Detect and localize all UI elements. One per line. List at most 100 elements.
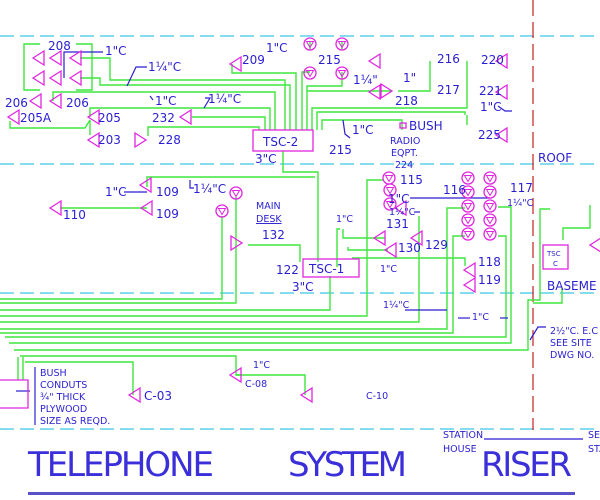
floor-outlet-icon xyxy=(461,213,475,227)
ec-note: DWG NO. xyxy=(550,350,594,361)
wall-jack-icon xyxy=(48,199,62,217)
conduit-label: 1¼"C xyxy=(389,207,416,218)
floor-outlet-icon xyxy=(485,203,495,211)
tsc-c-label-2: C xyxy=(553,260,558,268)
floor-outlet-icon xyxy=(231,190,241,198)
wall-jack-icon xyxy=(31,69,45,87)
conduit-label: 1"C xyxy=(480,100,502,114)
wall-jack-icon xyxy=(462,276,476,294)
wall-jack-icon xyxy=(48,49,62,67)
room-label: 115 xyxy=(400,173,423,187)
floor-outlet-icon xyxy=(463,175,473,183)
wall-jack-icon xyxy=(68,69,82,87)
wall-jack-icon xyxy=(494,52,508,70)
station-house-label: STATION xyxy=(443,430,483,441)
wall-jack-icon xyxy=(48,69,62,87)
cabinets: TSC-2 TSC-1 TSC C xyxy=(0,122,569,409)
floor-outlet-icon xyxy=(463,203,473,211)
wall-jack-icon xyxy=(372,229,386,247)
floor-outlet-icon xyxy=(305,70,315,78)
room-label: 205 xyxy=(98,111,121,125)
right-legend-label: SE xyxy=(588,430,600,441)
floor-outlet-icon xyxy=(463,189,473,197)
room-label: 129 xyxy=(425,238,448,252)
floor-outlet-icon xyxy=(384,175,394,183)
conduit-label: 1¼"C xyxy=(148,60,181,74)
room-label: 217 xyxy=(437,83,460,97)
room-label: 224 xyxy=(395,160,413,171)
conduit-label: 1"C xyxy=(105,185,127,199)
floor-outlet-icon xyxy=(303,37,317,51)
tsc-2-cabinet xyxy=(252,129,314,152)
station-house-label: HOUSE xyxy=(443,444,477,455)
floor-outlet-icon xyxy=(485,189,495,197)
bush-conduits-note: ¾" THICK xyxy=(40,392,86,403)
room-label: 132 xyxy=(262,228,285,242)
room-label: 215 xyxy=(329,143,352,157)
conduit-label: 1"C xyxy=(105,44,127,58)
floor-outlet-icon xyxy=(229,186,243,200)
floor-outlet-icon xyxy=(483,213,497,227)
floor-lines xyxy=(0,0,600,430)
floor-outlet-icon xyxy=(485,175,495,183)
floor-outlet-icon xyxy=(385,201,395,209)
wall-jack-icon xyxy=(230,234,244,252)
floor-outlet-icon xyxy=(485,217,495,225)
conduit-label: 1¼"C xyxy=(383,300,410,311)
roof-label: ROOF xyxy=(538,151,572,165)
room-label: 206 xyxy=(5,96,28,110)
room-label: 215 xyxy=(318,53,341,67)
wall-jack-icon xyxy=(6,108,20,126)
bush-conduits-note: CONDUTS xyxy=(40,380,87,391)
room-label: 122 xyxy=(276,263,299,277)
room-label: C-03 xyxy=(144,389,172,403)
wall-jack-icon xyxy=(383,241,397,259)
floor-outlet-icon xyxy=(385,187,395,195)
room-label: 209 xyxy=(242,53,265,67)
floor-outlet-icon xyxy=(337,70,347,78)
wall-jack-icon xyxy=(228,366,242,384)
radio-label: RADIO xyxy=(390,136,420,147)
room-label: C-10 xyxy=(366,391,388,402)
room-label: 118 xyxy=(478,255,501,269)
floor-outlet-icon xyxy=(217,208,227,216)
wall-jack-icon xyxy=(139,199,153,217)
conduit-label: 3"C xyxy=(292,280,314,294)
wall-jack-icon xyxy=(494,126,508,144)
bush-box xyxy=(399,122,407,129)
room-label: 225 xyxy=(478,128,501,142)
labels: 208 1"C 1¼"C 206 206 1"C 1¼"C 205A 205 2… xyxy=(5,39,600,495)
wall-jack-icon xyxy=(28,92,42,110)
main-desk-label: MAIN xyxy=(256,201,281,212)
tsc-1-label: TSC-1 xyxy=(308,262,344,276)
floor-outlet-icon xyxy=(483,227,497,241)
floor-outlet-icon xyxy=(383,183,397,197)
floor-outlet-icon xyxy=(303,66,317,80)
wall-jack-icon xyxy=(48,92,62,110)
wall-jack-icon xyxy=(409,229,423,247)
basement-label: BASEME xyxy=(547,279,597,293)
wall-jack-icon xyxy=(462,261,476,279)
room-label: 221 xyxy=(479,84,502,98)
conduit-label: 1"C xyxy=(352,123,374,137)
title-word-system: SYSTEM xyxy=(288,445,408,485)
conduit-label: 1"C xyxy=(253,360,270,371)
wall-jack-icon xyxy=(31,49,45,67)
room-label: 220 xyxy=(481,53,504,67)
floor-outlet-icon xyxy=(305,41,315,49)
floor-outlet-icon xyxy=(463,217,473,225)
conduit-label: 1"C xyxy=(336,214,353,225)
room-label: 117 xyxy=(510,181,533,195)
eqpt-label: EQPT. xyxy=(391,148,418,159)
room-label: 228 xyxy=(158,133,181,147)
wall-jack-icon xyxy=(393,199,407,217)
title-underline xyxy=(28,492,575,495)
ec-note: 2½"C. E.C xyxy=(550,326,598,337)
conduit-label: 1"C xyxy=(472,312,489,323)
ec-note: SEE SITE xyxy=(550,338,592,349)
room-label: 208 xyxy=(48,39,71,53)
floor-outlet-icon xyxy=(461,199,475,213)
room-label: 110 xyxy=(63,208,86,222)
floor-outlet-icon xyxy=(461,227,475,241)
